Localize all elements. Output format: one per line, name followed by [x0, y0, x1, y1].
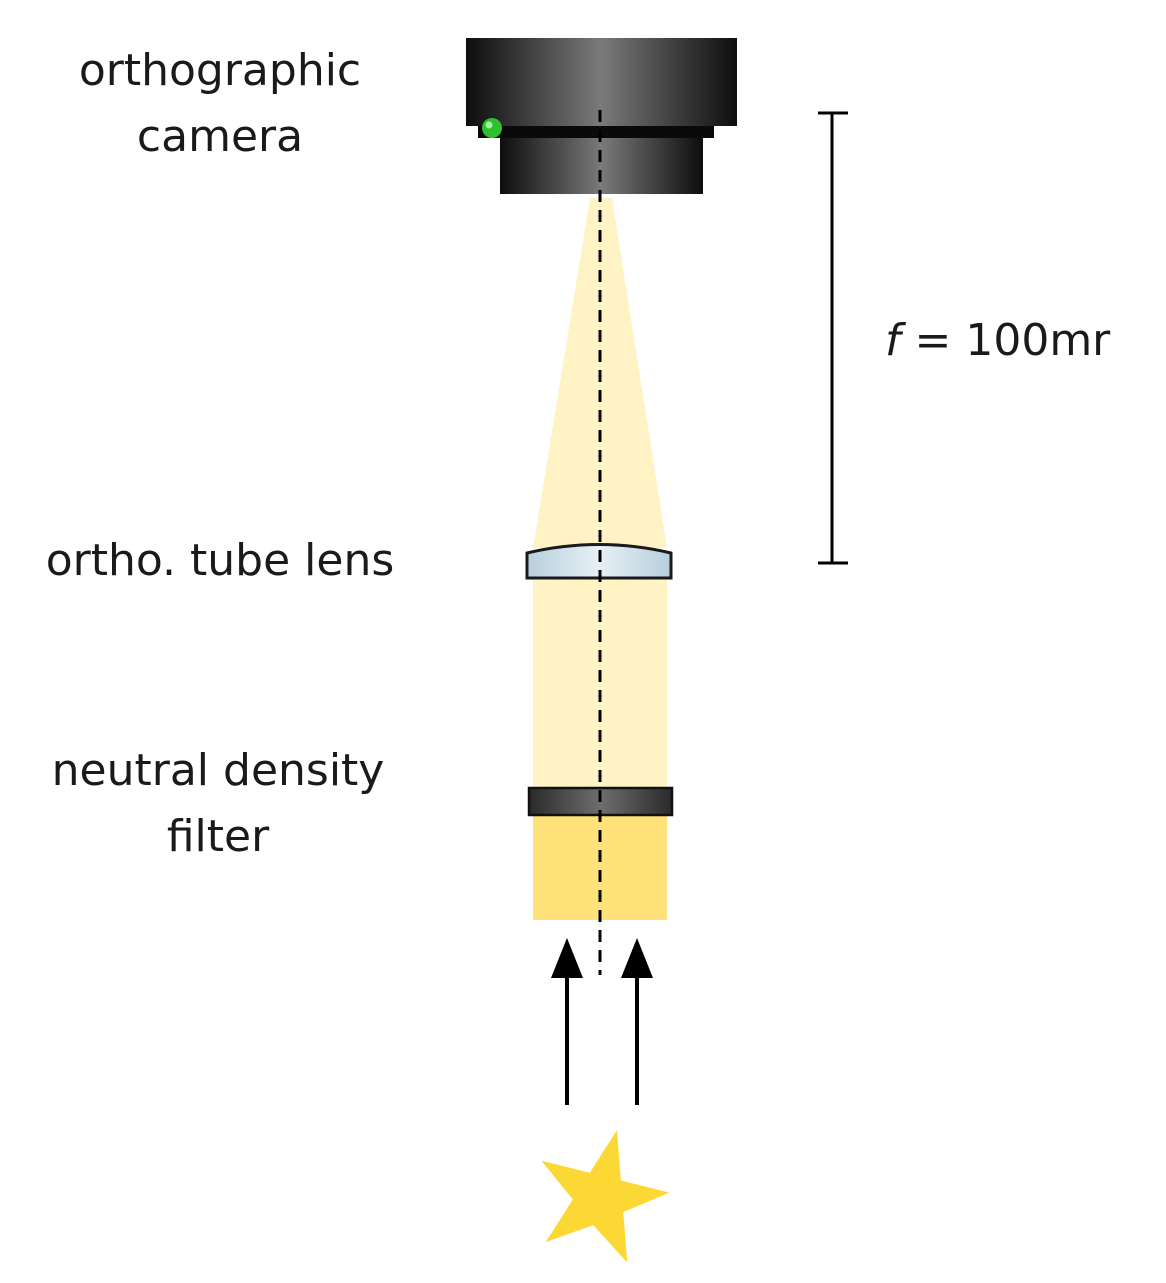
- focal-length-bar: [818, 111, 848, 565]
- focal-symbol: f: [885, 315, 901, 366]
- camera-label: orthographic camera: [50, 38, 390, 170]
- incoming-light-arrows: [551, 938, 653, 1105]
- tube-lens-label: ortho. tube lens: [10, 528, 430, 594]
- filter-label: neutral density filter: [18, 738, 418, 870]
- led-icon: [482, 118, 502, 138]
- camera-label-line1: orthographic: [78, 45, 362, 96]
- camera-label-line2: camera: [136, 111, 304, 162]
- filter-label-line1: neutral density: [51, 745, 385, 796]
- focal-length-label: f = 100mr: [885, 308, 1110, 374]
- tube-lens-label-text: ortho. tube lens: [45, 535, 395, 586]
- star-icon: [541, 1130, 670, 1263]
- filter-label-line2: filter: [166, 811, 270, 862]
- focal-value: = 100mr: [900, 315, 1111, 366]
